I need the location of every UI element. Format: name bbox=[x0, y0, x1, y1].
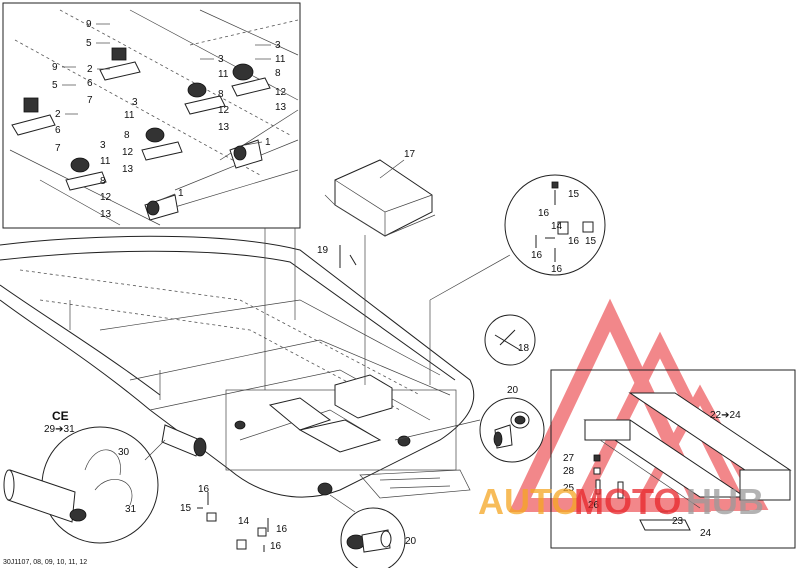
drain-plug-20a bbox=[493, 411, 530, 449]
callout-16c: 16 bbox=[531, 250, 543, 261]
drain-plug-20b bbox=[346, 529, 392, 553]
callout-6a: 6 bbox=[87, 78, 93, 89]
exhaust-muffler bbox=[3, 449, 133, 523]
callout-28: 28 bbox=[563, 466, 575, 477]
callout-5a: 5 bbox=[86, 38, 92, 49]
battery-cover-17 bbox=[324, 159, 436, 237]
svg-text:AUTO: AUTO bbox=[478, 481, 579, 522]
callout-27: 27 bbox=[563, 453, 575, 464]
callout-26: 26 bbox=[588, 500, 600, 511]
clip-callouts: 15 16 14 16 15 16 16 bbox=[531, 189, 597, 275]
callout-20b: 20 bbox=[405, 536, 417, 547]
callout-9a: 9 bbox=[86, 19, 92, 30]
exhaust-hull-part bbox=[161, 424, 207, 457]
callout-8c: 8 bbox=[124, 130, 130, 141]
callout-12a: 12 bbox=[275, 87, 287, 98]
inset-callouts: 9 5 9 5 2 6 7 2 6 7 3 11 8 12 13 3 11 8 … bbox=[52, 19, 287, 220]
pin-19 bbox=[339, 245, 357, 268]
callout-19: 19 bbox=[317, 245, 329, 256]
hull-step-lines bbox=[359, 469, 471, 499]
callout-30: 30 bbox=[118, 447, 130, 458]
callout-3b: 3 bbox=[218, 54, 224, 65]
callout-13c: 13 bbox=[122, 164, 134, 175]
callout-11a: 11 bbox=[275, 54, 286, 65]
motor-mounts-inset bbox=[11, 47, 271, 221]
callout-6b: 6 bbox=[55, 125, 61, 136]
callout-18: 18 bbox=[518, 343, 530, 354]
callout-12d: 12 bbox=[100, 192, 112, 203]
callout-16g: 16 bbox=[270, 541, 282, 552]
callout-12b: 12 bbox=[218, 105, 230, 116]
callout-12c: 12 bbox=[122, 147, 134, 158]
callout-7a: 7 bbox=[87, 95, 93, 106]
watermark-text: AUTO MOTO HUB bbox=[478, 481, 764, 522]
hull-outline bbox=[0, 235, 475, 498]
callout-16e: 16 bbox=[198, 484, 210, 495]
connector-lines bbox=[264, 228, 511, 513]
svg-text:HUB: HUB bbox=[686, 481, 764, 522]
callout-31: 31 bbox=[125, 504, 137, 515]
callout-16b: 16 bbox=[568, 236, 580, 247]
callout-11d: 11 bbox=[100, 156, 111, 167]
callout-14a: 14 bbox=[551, 221, 563, 232]
callout-3a: 3 bbox=[275, 40, 281, 51]
bracket-frame-parts bbox=[583, 392, 792, 531]
bottom-clip-callouts: 16 15 14 16 16 bbox=[180, 484, 288, 552]
detail-circle-18 bbox=[484, 314, 536, 366]
callout-22-24: 22➔24 bbox=[710, 410, 741, 421]
callout-16f: 16 bbox=[276, 524, 288, 535]
clip-parts bbox=[535, 181, 594, 262]
tie-part-18 bbox=[494, 329, 521, 351]
callout-16a: 16 bbox=[538, 208, 550, 219]
inset-leader-lines bbox=[62, 23, 271, 201]
callout-13b: 13 bbox=[218, 122, 230, 133]
detail-circle-20a bbox=[479, 397, 545, 463]
callout-1a: 1 bbox=[265, 137, 271, 148]
callout-13a: 13 bbox=[275, 102, 287, 113]
callout-2b: 2 bbox=[55, 109, 61, 120]
callout-13d: 13 bbox=[100, 209, 112, 220]
callout-3d: 3 bbox=[100, 140, 106, 151]
callout-25: 25 bbox=[563, 483, 575, 494]
callout-23: 23 bbox=[672, 516, 684, 527]
callout-8b: 8 bbox=[218, 89, 224, 100]
callout-5b: 5 bbox=[52, 80, 58, 91]
detail-circle-clips bbox=[504, 174, 606, 276]
callout-17: 17 bbox=[404, 149, 416, 160]
callout-7b: 7 bbox=[55, 143, 61, 154]
inset-hull-lines bbox=[9, 9, 299, 226]
callout-11b: 11 bbox=[218, 69, 229, 80]
callout-9b: 9 bbox=[52, 62, 58, 73]
callout-8d: 8 bbox=[100, 176, 106, 187]
detail-circle-20b bbox=[340, 507, 406, 568]
callout-3c: 3 bbox=[132, 97, 138, 108]
footer-code: 30J1107, 08, 09, 10, 11, 12 bbox=[3, 559, 87, 566]
callout-15a: 15 bbox=[568, 189, 580, 200]
engine-bay-parts bbox=[234, 374, 411, 496]
callout-8a: 8 bbox=[275, 68, 281, 79]
callout-24: 24 bbox=[700, 528, 712, 539]
callout-15c: 15 bbox=[180, 503, 192, 514]
callout-14b: 14 bbox=[238, 516, 250, 527]
callout-15b: 15 bbox=[585, 236, 597, 247]
callout-1b: 1 bbox=[178, 188, 184, 199]
callout-20a: 20 bbox=[507, 385, 519, 396]
callout-16d: 16 bbox=[551, 264, 563, 275]
ce-mark: CE bbox=[52, 409, 69, 423]
detail-frame-bracket bbox=[550, 369, 796, 549]
bottom-clip-parts bbox=[197, 492, 269, 552]
svg-text:MOTO: MOTO bbox=[574, 481, 681, 522]
callout-2a: 2 bbox=[87, 64, 93, 75]
detail-inset-frame bbox=[2, 2, 301, 229]
ce-range: 29➔31 bbox=[44, 424, 75, 435]
bracket-callouts: 22➔24 27 28 25 26 23 24 bbox=[563, 410, 741, 539]
callout-11c: 11 bbox=[124, 110, 135, 121]
